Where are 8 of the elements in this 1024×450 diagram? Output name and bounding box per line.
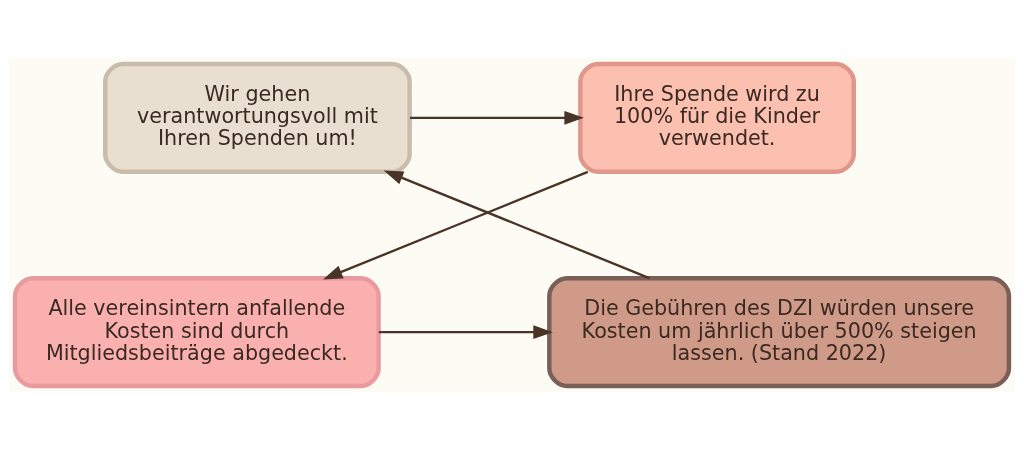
node-box: Die Gebühren des DZI würden unsere Kosten um jährlich über 500% steigen lassen. (Stand 2022) <box>547 276 1012 389</box>
node-box: Ihre Spende wird zu 100% für die Kinder verwendet. <box>578 61 856 174</box>
arrow <box>410 111 584 125</box>
node-box: Wir gehen verantwortungsvoll mit Ihren Spenden um! <box>103 61 412 174</box>
arrow <box>383 170 650 280</box>
node-box: Alle vereinsintern anfallende Kosten sind durch Mitgliedsbeiträge abgedeckt. <box>12 276 381 389</box>
arrow <box>378 325 553 339</box>
arrow <box>323 170 589 280</box>
